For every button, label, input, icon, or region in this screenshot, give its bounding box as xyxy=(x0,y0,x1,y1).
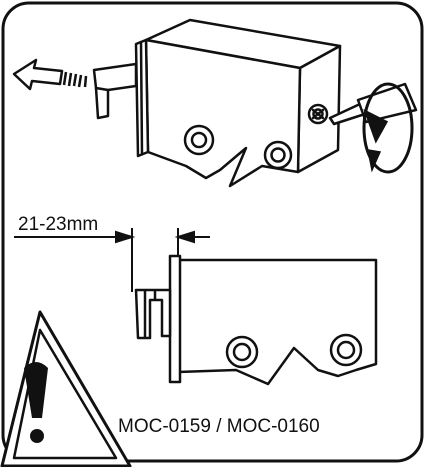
release-clip xyxy=(92,62,138,120)
bottom-side-view xyxy=(134,254,378,386)
rotate-arrow-icon xyxy=(362,82,414,174)
clip-profile xyxy=(134,288,172,340)
front-hole-left xyxy=(183,124,215,156)
front-hole-right xyxy=(263,140,293,170)
dimension-label: 21-23mm xyxy=(18,214,98,235)
top-assembly-view xyxy=(92,18,342,188)
mounting-plate xyxy=(168,254,182,384)
dimension-arrows xyxy=(115,228,210,292)
warning-triangle-icon xyxy=(0,310,132,467)
exclamation-mark xyxy=(24,362,48,418)
model-label: MOC-0159 / MOC-0160 xyxy=(118,416,320,437)
block-front-face xyxy=(144,38,302,188)
arrow-left-icon xyxy=(12,58,88,91)
